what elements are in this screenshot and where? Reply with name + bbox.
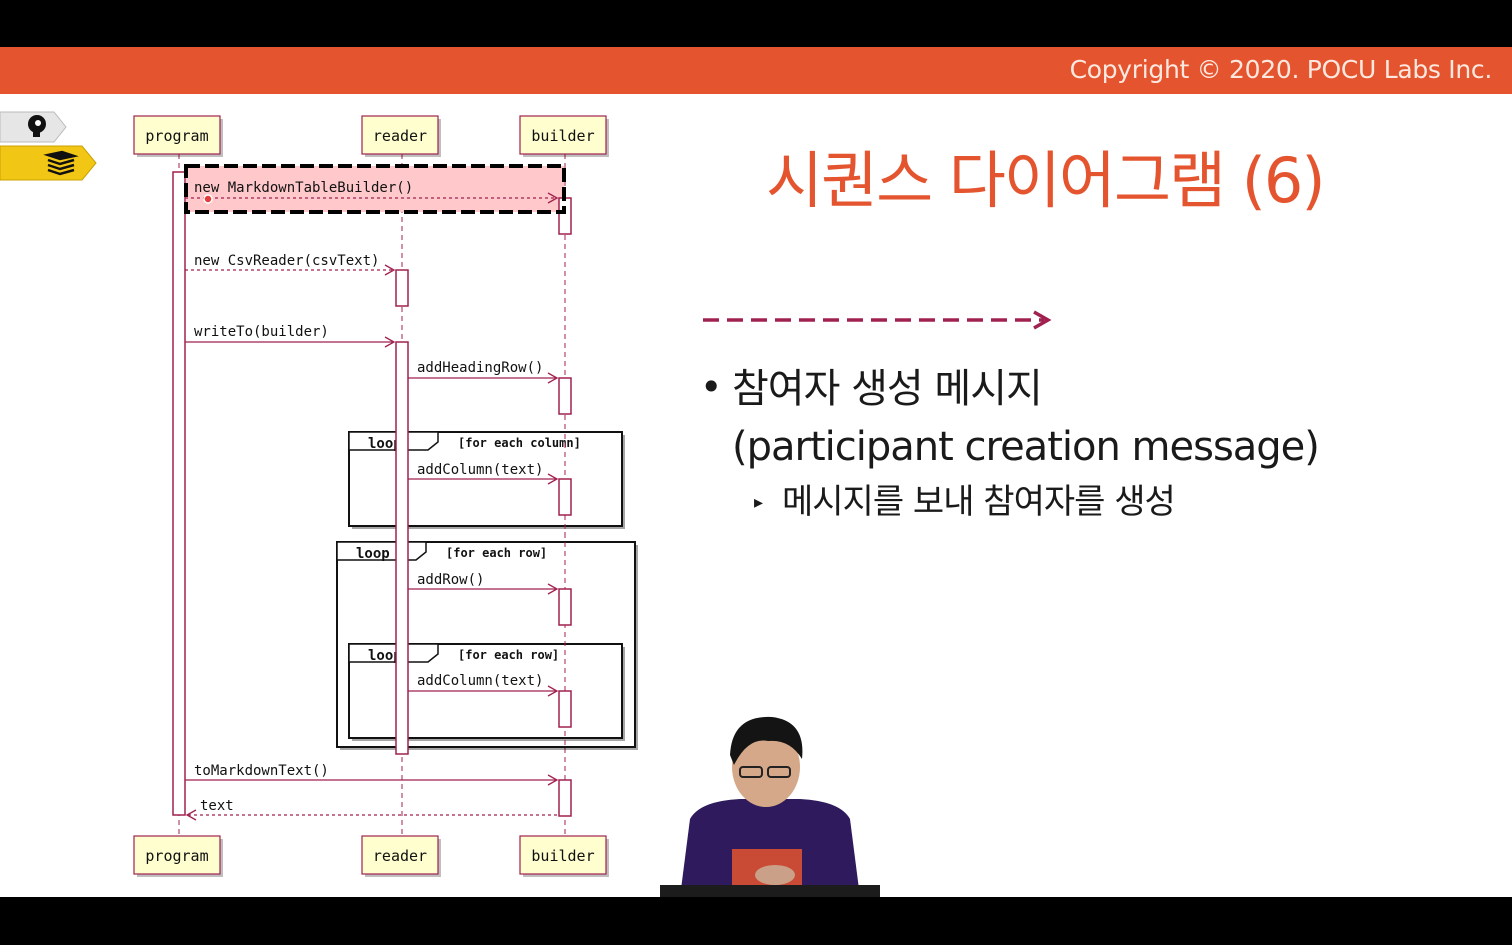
book-stack-icon [43, 150, 79, 176]
bullet-dot-icon: • [700, 365, 723, 409]
message-label: toMarkdownText() [194, 763, 329, 779]
participant-program-top: program [133, 115, 223, 157]
copyright-text: Copyright © 2020. POCU Labs Inc. [1069, 55, 1493, 84]
triangle-bullet-icon: ▸ [754, 491, 764, 513]
activation-builder [558, 478, 572, 516]
message-label: addColumn(text) [417, 462, 543, 478]
activation-builder [558, 588, 572, 626]
participant-builder-top: builder [519, 115, 609, 157]
head-icon [28, 115, 46, 137]
participant-builder-bottom: builder [519, 835, 609, 877]
loop-frame-inner: loop [for each row] [348, 643, 625, 741]
participant-program-bottom: program [133, 835, 223, 877]
svg-text:builder: builder [531, 127, 594, 145]
participant-reader-top: reader [361, 115, 441, 157]
nav-tab-head[interactable] [0, 110, 70, 144]
slide: loop [for each column] loop [for each ro… [0, 94, 1512, 897]
sub-bullet-text: 메시지를 보내 참여자를 생성 [782, 482, 1176, 522]
nav-tab-book[interactable] [0, 144, 100, 181]
loop-keyword: loop [368, 436, 402, 452]
svg-text:builder: builder [531, 847, 594, 865]
message-label: new MarkdownTableBuilder() [194, 180, 413, 196]
activation-reader [395, 341, 409, 755]
sub-bullet-item: ▸ 메시지를 보내 참여자를 생성 [754, 476, 1319, 528]
message-label: addHeadingRow() [417, 360, 543, 376]
loop-keyword: loop [356, 546, 390, 562]
participant-reader-bottom: reader [361, 835, 441, 877]
svg-text:reader: reader [373, 847, 427, 865]
svg-text:reader: reader [373, 127, 427, 145]
activation-reader [395, 269, 409, 307]
activation-builder [558, 779, 572, 817]
bullet-text-english: (participant creation message) [732, 424, 1320, 470]
sequence-diagram: loop [for each column] loop [for each ro… [133, 115, 638, 877]
activation-program [172, 171, 186, 816]
message-label: new CsvReader(csvText) [194, 253, 379, 269]
loop-keyword: loop [368, 648, 402, 664]
activation-builder [558, 197, 572, 235]
message-label: text [200, 798, 234, 814]
loop-condition: [for each column] [458, 436, 581, 450]
top-banner: Copyright © 2020. POCU Labs Inc. [0, 47, 1512, 94]
highlight-box [186, 166, 564, 212]
loop-condition: [for each row] [458, 648, 559, 662]
message-label: addRow() [417, 572, 484, 588]
loop-frame-columns: loop [for each column] [348, 431, 625, 529]
message-label: writeTo(builder) [194, 324, 329, 340]
bullet-list: • 참여자 생성 메시지 (participant creation messa… [700, 360, 1320, 528]
svg-text:program: program [145, 127, 208, 145]
highlight-border [184, 164, 566, 214]
activation-builder [558, 377, 572, 415]
loop-condition: [for each row] [446, 546, 547, 560]
letterbox-bottom [0, 897, 1512, 945]
bullet-item: • 참여자 생성 메시지 (participant creation messa… [700, 360, 1320, 476]
async-arrow-sample [703, 310, 1052, 330]
pointer-dot [203, 194, 213, 204]
slide-title: 시퀀스 다이어그램 (6) [766, 144, 1326, 217]
svg-text:program: program [145, 847, 208, 865]
activation-builder [558, 690, 572, 728]
bullet-text: 참여자 생성 메시지 [732, 366, 1043, 412]
letterbox-top [0, 0, 1512, 47]
presenter-video [660, 716, 880, 897]
message-label: addColumn(text) [417, 673, 543, 689]
